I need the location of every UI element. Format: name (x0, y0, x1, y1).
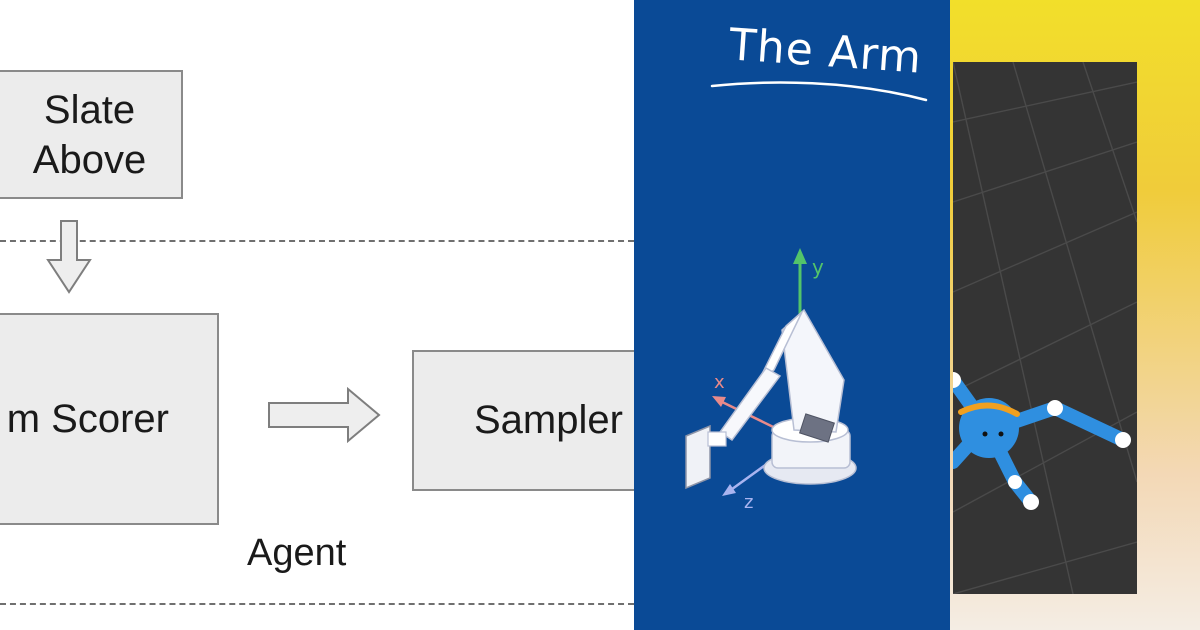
z-axis-label: z (744, 492, 753, 513)
arm-title: The Arm (727, 19, 924, 84)
right-arrow (268, 387, 381, 443)
robot-leg-right-lower (1048, 401, 1130, 447)
slate-above-label-line1: Slate (43, 87, 136, 132)
robot-arm-illustration: y x z (685, 248, 857, 513)
arm-forearm (718, 367, 782, 442)
robot-foot-front (1023, 494, 1039, 510)
robot-eye-left (982, 431, 988, 437)
arm-upper-link (757, 311, 803, 383)
robot-body (959, 398, 1019, 458)
y-axis-label: y (812, 255, 824, 279)
agent-label: Agent (247, 532, 347, 574)
robot-joint-3 (1008, 475, 1022, 489)
simulation-viewport (953, 62, 1137, 594)
x-axis-label: x (714, 372, 725, 393)
sampler-box: Sampler (412, 350, 634, 491)
robot-foot-right (1115, 432, 1131, 448)
robot-joint-1 (953, 372, 961, 388)
arm-gripper (707, 431, 727, 447)
simulation-panel (950, 0, 1200, 630)
slate-above-box: Slate Above (0, 70, 183, 199)
title-underline (710, 81, 928, 102)
agent-boundary-bottom (0, 603, 634, 605)
scorer-label: m Scorer (6, 396, 169, 441)
z-axis-arrow (722, 484, 736, 496)
arm-end-effector (685, 424, 711, 490)
slate-above-label-line2: Above (32, 137, 147, 182)
arm-controller-board (799, 413, 835, 443)
arm-panel: The Arm y x z (634, 0, 950, 630)
diagram-panel: Slate Above m Scorer Sampler Agent (0, 70, 634, 605)
y-axis-arrow (793, 248, 807, 264)
ant-robot (953, 372, 1131, 510)
scorer-box: m Scorer (0, 313, 219, 525)
ground-grid (953, 62, 1137, 594)
x-axis-arrow (712, 396, 726, 407)
agent-boundary-top (0, 240, 634, 242)
robot-eye-right (998, 431, 1004, 437)
sampler-label: Sampler (474, 398, 623, 442)
robot-headband (958, 402, 1020, 417)
down-arrow (46, 220, 92, 294)
robot-joint-2 (1047, 400, 1063, 416)
